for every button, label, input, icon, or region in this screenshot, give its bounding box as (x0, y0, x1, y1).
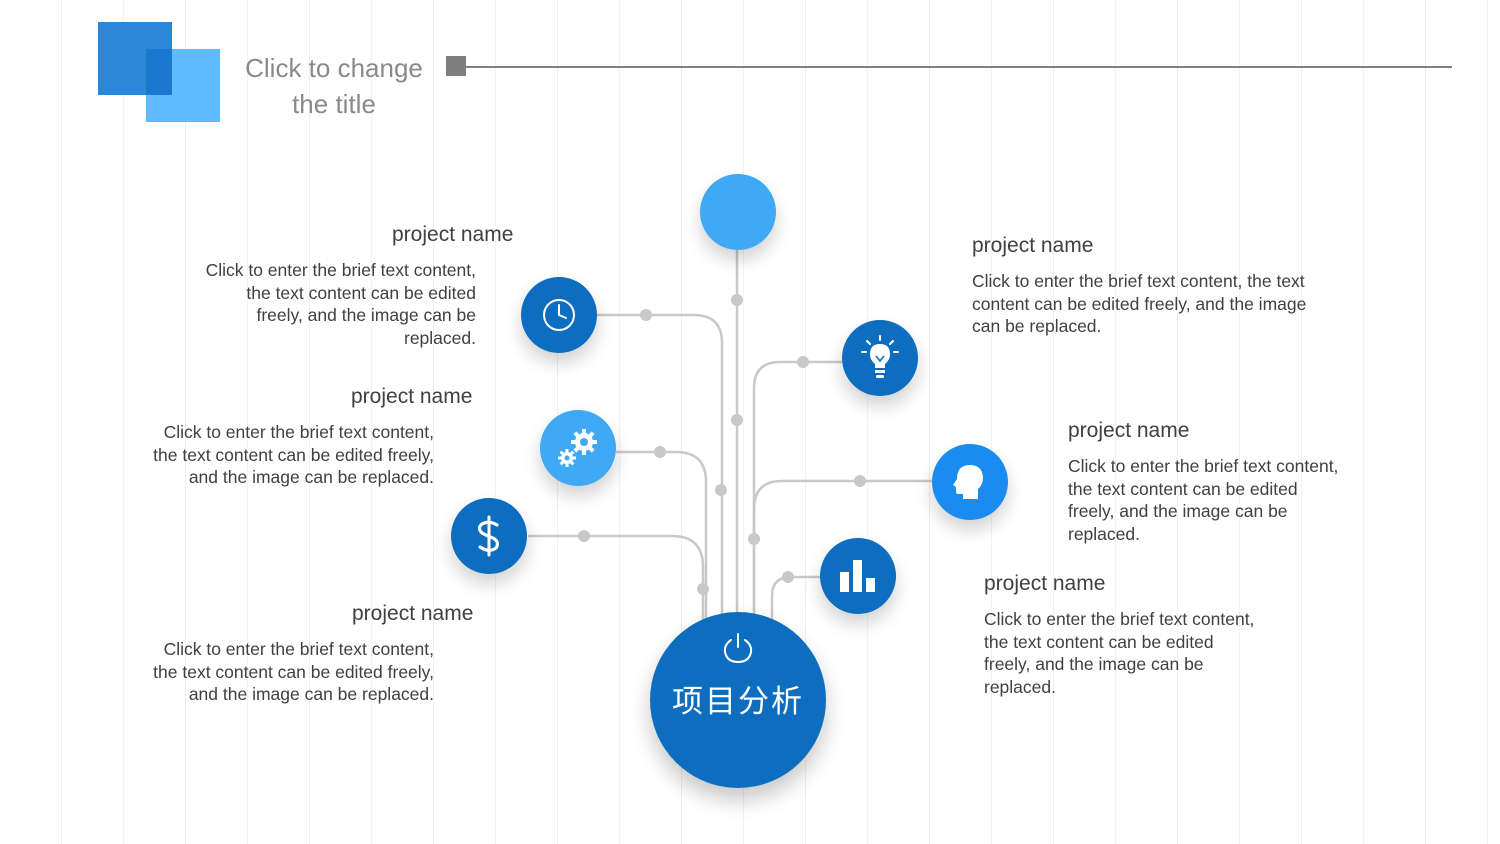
title-marker (446, 56, 466, 76)
lightbulb-node[interactable] (842, 320, 918, 396)
block-6-title[interactable]: project name (984, 572, 1106, 595)
title-line-2: the title (292, 89, 376, 119)
connector-head (752, 479, 932, 618)
block-4-text[interactable]: Click to enter the brief text content, t… (972, 271, 1307, 336)
connector-dot (731, 294, 743, 306)
connector-dollar (528, 534, 705, 630)
block-6-text[interactable]: Click to enter the brief text content, t… (984, 609, 1255, 697)
dollar-node[interactable] (451, 498, 527, 574)
dollar-icon (477, 515, 500, 557)
block-4-title[interactable]: project name (972, 234, 1094, 257)
block-3-text[interactable]: Click to enter the brief text content, t… (153, 639, 434, 704)
lightbulb-icon (861, 335, 899, 378)
connector-gears (616, 450, 708, 622)
connector-dot (578, 530, 590, 542)
block-2-title[interactable]: project name (351, 385, 473, 408)
block-3-title[interactable]: project name (352, 602, 474, 625)
slide-title[interactable]: Click to change the title (232, 50, 436, 122)
connector-dot (854, 475, 866, 487)
title-line-1: Click to change (245, 53, 423, 83)
connector-dot (797, 356, 809, 368)
power-icon (723, 633, 753, 664)
bar-chart-icon (840, 560, 875, 592)
block-1-title[interactable]: project name (392, 223, 514, 246)
connector-dot (731, 414, 743, 426)
clock-node[interactable] (521, 277, 597, 353)
block-2-text[interactable]: Click to enter the brief text content, t… (153, 422, 434, 487)
gears-icon (558, 429, 597, 467)
clock-icon (543, 299, 575, 331)
top-node[interactable] (700, 174, 776, 250)
gears-node[interactable] (540, 410, 616, 486)
head-node[interactable] (932, 444, 1008, 520)
connector-dot (748, 533, 760, 545)
connector-dot (654, 446, 666, 458)
connector-chart (770, 575, 820, 624)
bar-chart-node[interactable] (820, 538, 896, 614)
connector-dot (640, 309, 652, 321)
title-rule (466, 66, 1452, 68)
connector-dot (697, 583, 709, 595)
connector-bulb (752, 360, 842, 618)
block-5-title[interactable]: project name (1068, 419, 1190, 442)
block-1-text[interactable]: Click to enter the brief text content, t… (205, 260, 476, 348)
connector-dot (782, 571, 794, 583)
center-label: 项目分析 (672, 684, 804, 720)
connector-dot (715, 484, 727, 496)
connector-clock (596, 313, 724, 617)
logo-square-overlap (146, 49, 172, 95)
block-5-text[interactable]: Click to enter the brief text content, t… (1068, 456, 1339, 544)
head-icon (953, 465, 983, 499)
center-node[interactable]: 项目分析 (650, 612, 826, 788)
